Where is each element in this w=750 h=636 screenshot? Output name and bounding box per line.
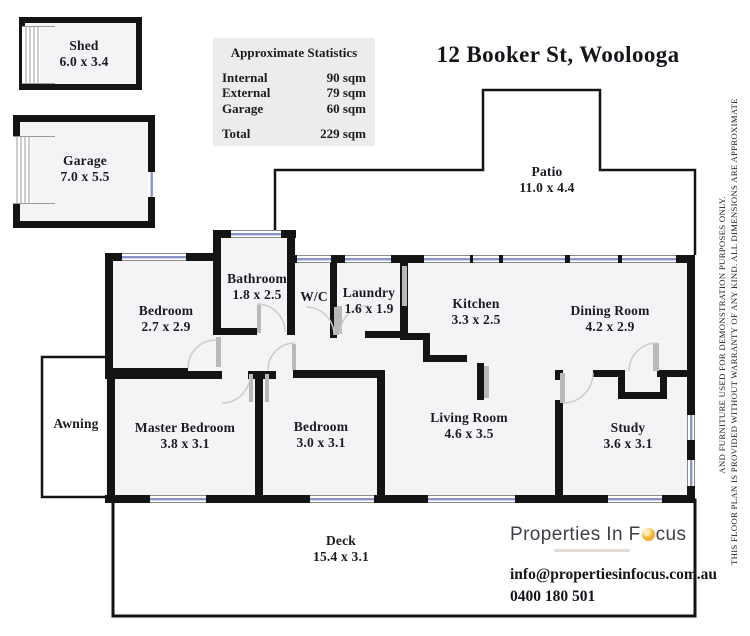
awning-outline — [40, 355, 112, 499]
garage-structure — [13, 115, 155, 228]
contact-email: info@propertiesinfocus.com.au — [510, 566, 718, 583]
house-floor — [105, 230, 695, 503]
shed-structure — [19, 17, 142, 90]
deck-outline — [111, 498, 697, 618]
statistics-box: Approximate Statistics Internal 90 sqm E… — [213, 38, 375, 146]
contact-phone: 0400 180 501 — [510, 588, 596, 605]
logo-tagline — [554, 549, 630, 552]
door-arcs — [187, 303, 658, 404]
stat-row-internal: Internal 90 sqm — [222, 70, 366, 85]
stat-row-garage: Garage 60 sqm — [222, 100, 366, 116]
stat-row-total: Total 229 sqm — [222, 125, 366, 141]
windows — [122, 172, 695, 503]
focus-dot-icon — [641, 528, 655, 541]
patio-outline — [273, 88, 697, 257]
statistics-title: Approximate Statistics — [230, 45, 358, 60]
disclaimer-text: THIS FLOOR PLAN IS PROVIDED WITHOUT WARR… — [717, 98, 739, 565]
room-label-wc: W/C — [300, 289, 328, 304]
stat-row-external: External 79 sqm — [222, 85, 366, 101]
room-label-awning: Awning — [53, 416, 99, 431]
page-title: 12 Booker St, Woolooga — [436, 42, 680, 67]
door-leaves — [216, 266, 659, 403]
